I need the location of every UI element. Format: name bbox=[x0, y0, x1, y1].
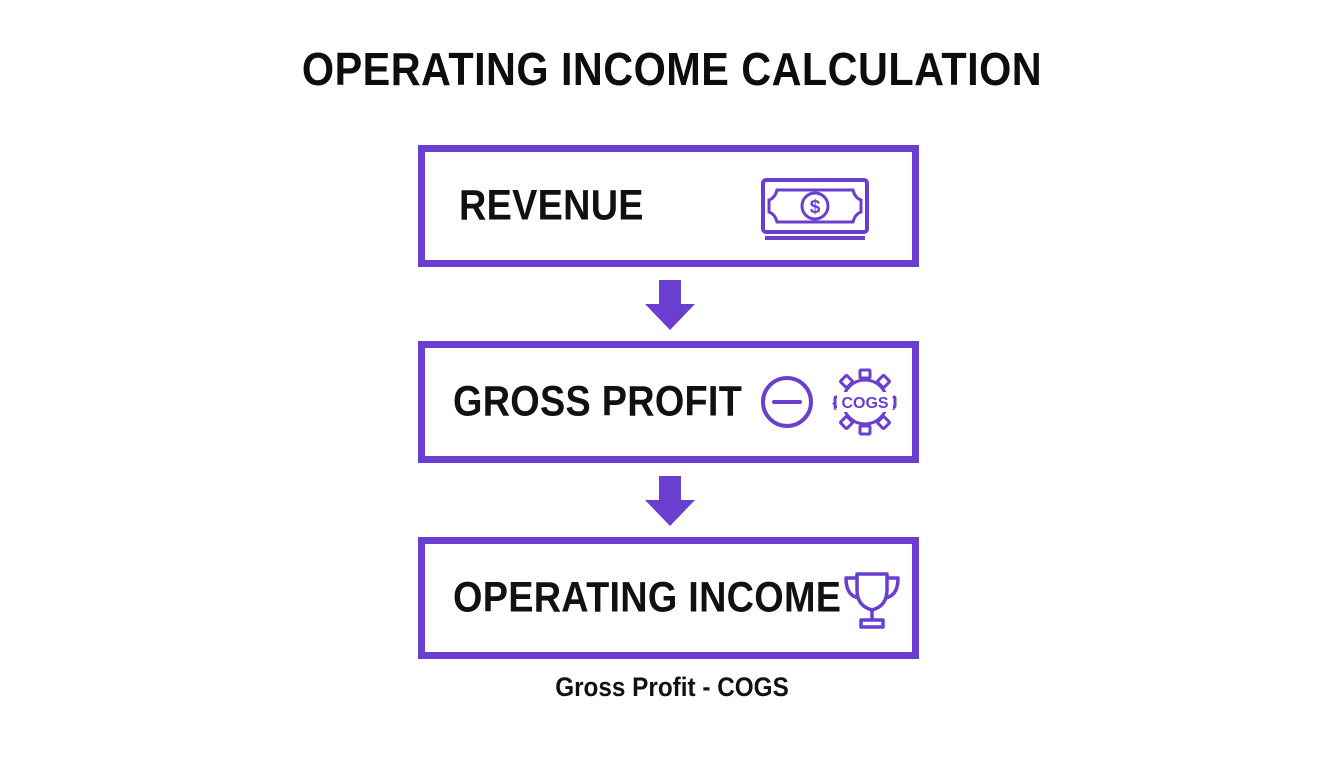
svg-text:}: } bbox=[892, 394, 897, 410]
step-box-operating-income: OPERATING INCOME bbox=[418, 537, 919, 659]
arrow-down-icon bbox=[645, 476, 695, 526]
cogs-gear-icon: COGS { } bbox=[832, 368, 897, 436]
svg-text:$: $ bbox=[810, 197, 821, 218]
step-label-revenue: REVENUE bbox=[459, 181, 644, 230]
step-label-gross-profit: GROSS PROFIT bbox=[453, 377, 743, 426]
dollar-bill-icon: $ bbox=[761, 178, 869, 240]
diagram-title: OPERATING INCOME CALCULATION bbox=[301, 43, 1043, 95]
svg-text:{: { bbox=[832, 394, 837, 410]
step-box-revenue: REVENUE $ bbox=[418, 145, 919, 267]
trophy-icon bbox=[844, 572, 900, 629]
step-box-gross-profit: GROSS PROFIT COGS { } bbox=[418, 341, 919, 463]
minus-circle-icon bbox=[761, 376, 813, 428]
arrow-down-icon bbox=[645, 280, 695, 330]
formula-note: Gross Profit - COGS bbox=[555, 672, 789, 702]
step-label-operating-income: OPERATING INCOME bbox=[453, 573, 842, 622]
cogs-icon-text: COGS bbox=[841, 395, 888, 412]
